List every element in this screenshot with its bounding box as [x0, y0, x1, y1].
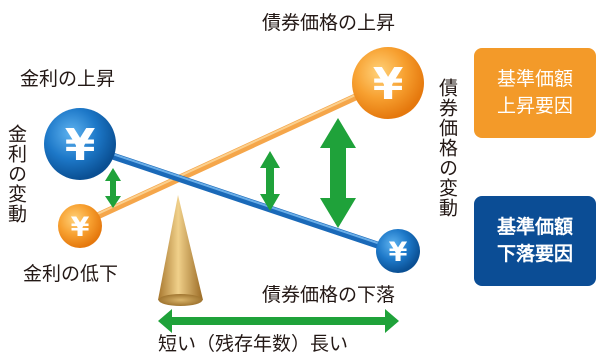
nav-fall-badge-line2: 下落要因 [496, 243, 573, 265]
blue-seesaw-highlight [79, 142, 399, 251]
bond-price-rise-label: 債券価格の上昇 [262, 12, 396, 34]
rate-fall-label: 金利の低下 [23, 263, 119, 285]
nav-fall-factor-badge: 基準価額 下落要因 [474, 196, 596, 286]
maturity-axis-arrow [158, 309, 399, 333]
svg-text:¥: ¥ [373, 59, 404, 110]
mid-change-arrow [260, 151, 280, 211]
svg-text:¥: ¥ [389, 237, 408, 268]
svg-text:¥: ¥ [65, 120, 96, 171]
nav-rise-factor-badge: 基準価額 上昇要因 [474, 48, 596, 138]
bond-rise-coin: ¥ [352, 47, 424, 119]
bond-change-arrow [320, 118, 356, 228]
nav-fall-badge-line1: 基準価額 [496, 216, 573, 238]
fulcrum-base [158, 294, 203, 306]
rate-rise-coin: ¥ [44, 108, 116, 180]
blue-seesaw-line [76, 141, 402, 256]
fulcrum-cone [158, 195, 203, 305]
bond-change-label: 債券価格の変動 [436, 78, 458, 218]
rate-change-label: 金利の変動 [5, 124, 27, 224]
orange-seesaw-highlight [77, 79, 389, 224]
nav-rise-badge-line1: 基準価額 [496, 68, 573, 90]
maturity-axis-label: 短い（残存年数）長い [158, 333, 349, 355]
svg-text:¥: ¥ [71, 212, 90, 243]
rate-change-arrow [105, 168, 121, 208]
rate-fall-coin: ¥ [58, 204, 102, 248]
nav-rise-badge-line2: 上昇要因 [496, 95, 573, 117]
bond-fall-coin: ¥ [376, 229, 420, 273]
rate-rise-label: 金利の上昇 [20, 68, 116, 90]
orange-seesaw-line [74, 78, 392, 229]
bond-price-fall-label: 債券価格の下落 [262, 284, 396, 306]
